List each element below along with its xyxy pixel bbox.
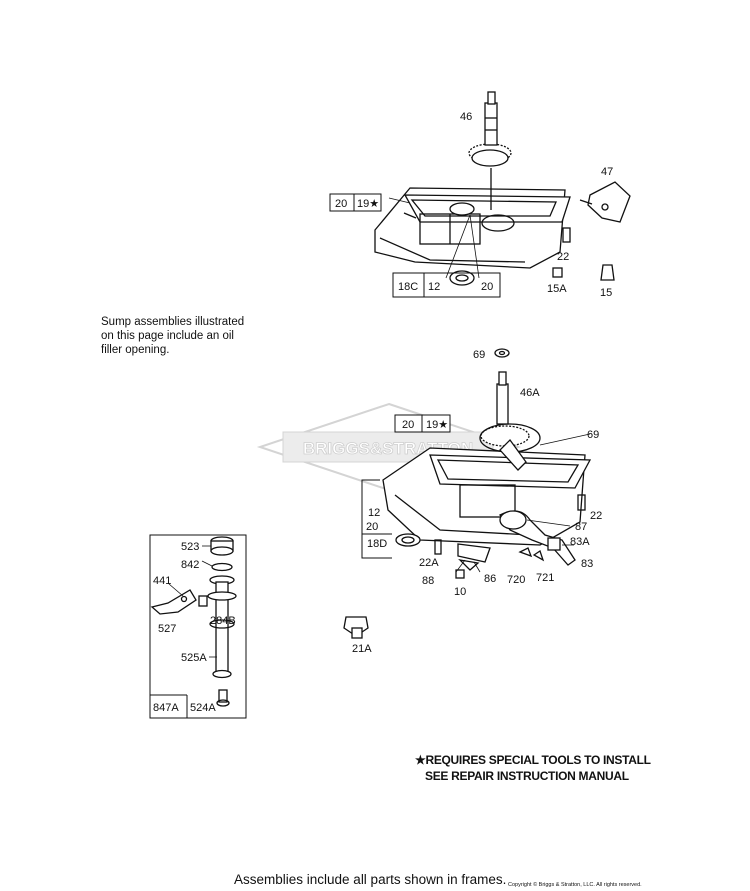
sump-note-line-3: filler opening. <box>101 344 170 356</box>
frame-18c: 18C <box>398 281 418 293</box>
label-47: 47 <box>601 166 613 178</box>
middle-labels: 69 46A 69 22 87 83A 83 22A 88 86 720 721… <box>352 349 602 655</box>
frame-20: 20 <box>335 198 347 210</box>
governor-kit-drawing <box>149 534 247 719</box>
label-720: 720 <box>507 574 525 586</box>
frame-20c: 20 <box>402 419 414 431</box>
frame-19b: 19★ <box>426 419 448 431</box>
label-69: 69 <box>473 349 485 361</box>
frame-20b: 20 <box>481 281 493 293</box>
label-441: 441 <box>153 575 171 587</box>
label-86: 86 <box>484 573 496 585</box>
label-22a: 22A <box>419 557 439 569</box>
label-22b: 22 <box>590 510 602 522</box>
label-21a: 21A <box>352 643 372 655</box>
label-69b: 69 <box>587 429 599 441</box>
frame-20d: 20 <box>366 521 378 533</box>
label-15: 15 <box>600 287 612 299</box>
label-22: 22 <box>557 251 569 263</box>
frame-847a: 847A <box>153 702 179 714</box>
label-524a: 524A <box>190 702 216 714</box>
sump-note-line-1: Sump assemblies illustrated <box>101 316 245 328</box>
special-tools-line-1: ★REQUIRES SPECIAL TOOLS TO INSTALL <box>415 753 651 767</box>
frame-12: 12 <box>428 281 440 293</box>
middle-sump-drawing <box>343 348 592 639</box>
label-87: 87 <box>575 521 587 533</box>
top-sump-drawing <box>374 91 631 286</box>
governor-kit-labels: 523 842 441 284B 527 525A 524A 847A <box>153 541 236 714</box>
special-tools-line-2: SEE REPAIR INSTRUCTION MANUAL <box>425 769 629 783</box>
frame-18d: 18D <box>367 538 387 550</box>
label-284b: 284B <box>210 615 236 627</box>
label-842: 842 <box>181 559 199 571</box>
middle-frame-boxes: 20 19★ 12 20 18D <box>361 414 451 559</box>
special-tools-note: ★REQUIRES SPECIAL TOOLS TO INSTALL SEE R… <box>415 752 651 784</box>
footer-note: Assemblies include all parts shown in fr… <box>234 872 507 887</box>
frame-19: 19★ <box>357 198 379 210</box>
label-88: 88 <box>422 575 434 587</box>
label-721: 721 <box>536 572 554 584</box>
label-523: 523 <box>181 541 199 553</box>
label-10: 10 <box>454 586 466 598</box>
label-525a: 525A <box>181 652 207 664</box>
sump-note-line-2: on this page include an oil <box>101 330 234 342</box>
label-83: 83 <box>581 558 593 570</box>
copyright-text: Copyright © Briggs & Stratton, LLC. All … <box>508 882 642 888</box>
sump-note: Sump assemblies illustrated on this page… <box>101 315 291 357</box>
label-527: 527 <box>158 623 176 635</box>
top-labels: 46 47 22 15A 15 <box>460 111 613 299</box>
frame-12b: 12 <box>368 507 380 519</box>
label-15a: 15A <box>547 283 567 295</box>
top-frame-boxes: 20 19★ 18C 12 20 <box>329 193 501 298</box>
label-46a: 46A <box>520 387 540 399</box>
label-46: 46 <box>460 111 472 123</box>
label-83a: 83A <box>570 536 590 548</box>
